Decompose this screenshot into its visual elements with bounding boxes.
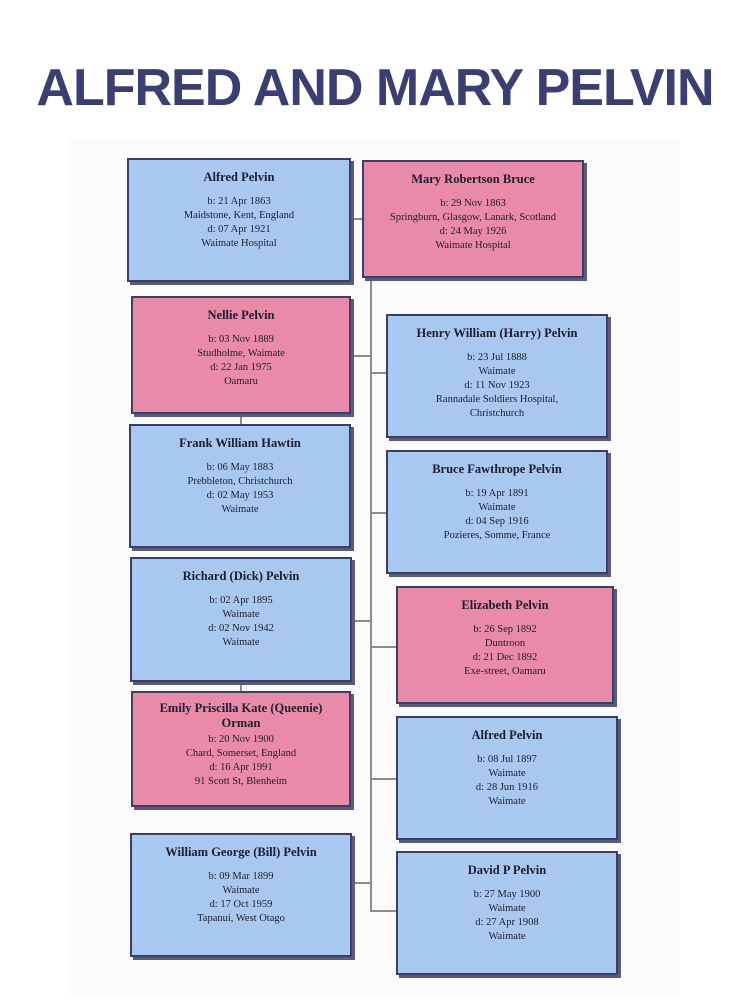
- person-name: Emily Priscilla Kate (Queenie) Orman: [159, 701, 323, 730]
- person-name: Henry William (Harry) Pelvin: [416, 326, 578, 340]
- person-name: Elizabeth Pelvin: [461, 598, 549, 612]
- birth-place: Waimate: [478, 366, 516, 377]
- page-title: ALFRED AND MARY PELVIN: [36, 59, 714, 117]
- birth-place: Chard, Somerset, England: [185, 748, 297, 759]
- person-name: Nellie Pelvin: [207, 308, 275, 322]
- death-place: Exe-street, Oamaru: [464, 666, 546, 677]
- spouse-connector-richard-emily: [240, 682, 242, 691]
- branch-alfred-jr: [371, 778, 397, 780]
- birth-date: b: 19 Apr 1891: [465, 488, 529, 499]
- death-date: d: 21 Dec 1892: [472, 652, 538, 663]
- death-date: d: 02 Nov 1942: [208, 623, 274, 634]
- birth-place: Waimate: [478, 502, 516, 513]
- branch-elizabeth: [371, 646, 397, 648]
- death-date: d: 07 Apr 1921: [207, 224, 271, 235]
- death-place: Waimate: [221, 504, 259, 515]
- death-place: Waimate Hospital: [201, 238, 277, 249]
- birth-date: b: 21 Apr 1863: [207, 196, 271, 207]
- death-date: d: 28 Jun 1916: [475, 782, 539, 793]
- person-card-emily-orman: Emily Priscilla Kate (Queenie) Orman b: …: [131, 691, 351, 807]
- death-place-city: Christchurch: [469, 408, 525, 419]
- person-card-mary-robertson-bruce: Mary Robertson Bruce b: 29 Nov 1863 Spri…: [362, 160, 584, 278]
- birth-date: b: 02 Apr 1895: [209, 595, 273, 606]
- person-card-frank-william-hawtin: Frank William Hawtin b: 06 May 1883 Preb…: [129, 424, 351, 548]
- birth-place: Duntroon: [484, 638, 526, 649]
- person-card-alfred-pelvin-sr: Alfred Pelvin b: 21 Apr 1863 Maidstone, …: [127, 158, 351, 282]
- branch-nellie: [351, 355, 371, 357]
- birth-place: Waimate: [222, 885, 260, 896]
- person-card-bruce-fawthrope-pelvin: Bruce Fawthrope Pelvin b: 19 Apr 1891 Wa…: [386, 450, 608, 574]
- person-name: Richard (Dick) Pelvin: [182, 569, 300, 583]
- birth-date: b: 26 Sep 1892: [473, 624, 537, 635]
- person-name: David P Pelvin: [467, 863, 547, 877]
- person-name: Alfred Pelvin: [471, 728, 543, 742]
- death-date: d: 16 Apr 1991: [209, 762, 273, 773]
- person-card-henry-william-pelvin: Henry William (Harry) Pelvin b: 23 Jul 1…: [386, 314, 608, 438]
- death-place: Tapanui, West Otago: [197, 913, 285, 924]
- death-place: Waimate: [488, 931, 526, 942]
- birth-place: Waimate: [488, 903, 526, 914]
- birth-place: Maidstone, Kent, England: [183, 210, 295, 221]
- person-card-david-p-pelvin: David P Pelvin b: 27 May 1900 Waimate d:…: [396, 851, 618, 975]
- birth-date: b: 08 Jul 1897: [477, 754, 537, 765]
- person-card-william-george-pelvin: William George (Bill) Pelvin b: 09 Mar 1…: [130, 833, 352, 957]
- birth-place: Prebbleton, Christchurch: [187, 476, 293, 487]
- death-date: d: 27 Apr 1908: [475, 917, 539, 928]
- person-card-alfred-pelvin-jr: Alfred Pelvin b: 08 Jul 1897 Waimate d: …: [396, 716, 618, 840]
- person-card-richard-pelvin: Richard (Dick) Pelvin b: 02 Apr 1895 Wai…: [130, 557, 352, 682]
- death-date: d: 04 Sep 1916: [465, 516, 529, 527]
- death-place: 91 Scott St, Blenheim: [194, 776, 288, 787]
- death-date: d: 22 Jan 1975: [210, 362, 272, 373]
- branch-david: [371, 910, 397, 912]
- person-card-nellie-pelvin: Nellie Pelvin b: 03 Nov 1889 Studholme, …: [131, 296, 351, 414]
- death-place: Waimate: [222, 637, 260, 648]
- person-card-elizabeth-pelvin: Elizabeth Pelvin b: 26 Sep 1892 Duntroon…: [396, 586, 614, 704]
- birth-date: b: 03 Nov 1889: [208, 334, 274, 345]
- person-name: Mary Robertson Bruce: [411, 172, 535, 186]
- birth-date: b: 27 May 1900: [473, 889, 541, 900]
- death-date: d: 02 May 1953: [206, 490, 274, 501]
- branch-richard: [352, 620, 371, 622]
- death-place: Waimate: [488, 796, 526, 807]
- branch-henry: [371, 372, 387, 374]
- death-date: d: 17 Oct 1959: [209, 899, 273, 910]
- death-place: Waimate Hospital: [435, 240, 511, 251]
- death-date: d: 11 Nov 1923: [464, 380, 530, 391]
- birth-date: b: 06 May 1883: [206, 462, 274, 473]
- birth-place: Waimate: [222, 609, 260, 620]
- person-name: Bruce Fawthrope Pelvin: [432, 462, 562, 476]
- birth-date: b: 23 Jul 1888: [467, 352, 527, 363]
- death-place: Rannadale Soldiers Hospital,: [435, 394, 559, 405]
- birth-date: b: 20 Nov 1900: [208, 734, 274, 745]
- branch-bruce: [371, 512, 387, 514]
- death-place: Oamaru: [224, 376, 258, 387]
- death-place: Pozieres, Somme, France: [443, 530, 551, 541]
- birth-place: Waimate: [488, 768, 526, 779]
- person-name: Alfred Pelvin: [203, 170, 275, 184]
- branch-william: [352, 882, 371, 884]
- death-date: d: 24 May 1926: [439, 226, 507, 237]
- person-name: Frank William Hawtin: [179, 436, 301, 450]
- birth-date: b: 29 Nov 1863: [440, 198, 506, 209]
- person-name: William George (Bill) Pelvin: [165, 845, 317, 859]
- spouse-connector: [350, 218, 364, 220]
- children-trunk: [370, 278, 372, 912]
- birth-place: Springburn, Glasgow, Lanark, Scotland: [389, 212, 557, 223]
- birth-place: Studholme, Waimate: [197, 348, 285, 359]
- spouse-connector-nellie-frank: [240, 414, 242, 424]
- birth-date: b: 09 Mar 1899: [208, 871, 274, 882]
